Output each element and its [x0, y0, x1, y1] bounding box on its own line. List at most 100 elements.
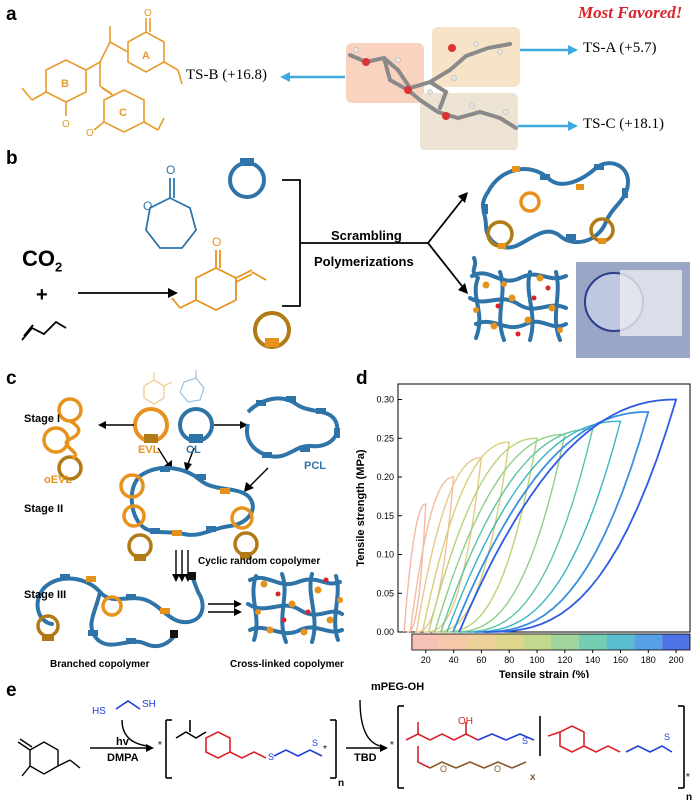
- evl-carbonyl-o: O: [212, 235, 221, 249]
- split-arrows: [427, 192, 468, 294]
- peg-o2: O: [494, 764, 501, 774]
- color-bar-segment: [495, 634, 524, 650]
- triad-structure: [21, 18, 183, 133]
- y-axis-ticks: 0.000.050.100.150.200.250.30: [376, 395, 402, 637]
- color-bar-segment: [578, 634, 607, 650]
- branched-copolymer-units: [42, 572, 196, 644]
- y-tick-label: 0.05: [376, 588, 394, 598]
- tbd-label: TBD: [354, 752, 377, 764]
- hydroxyl-label: OH: [458, 716, 473, 727]
- hysteresis-loops: [403, 398, 678, 633]
- cl-ring-o: O: [143, 199, 152, 213]
- color-bar-segment: [606, 634, 635, 650]
- hysteresis-loop-180: [452, 410, 650, 633]
- poly2-star-right: *: [686, 772, 690, 783]
- hysteresis-loop-100: [427, 437, 538, 633]
- oevl-label: oEVL: [44, 474, 73, 486]
- x-tick-label: 60: [476, 655, 486, 665]
- grafting-arrow: [346, 699, 388, 752]
- peg-x: x: [530, 772, 536, 783]
- ring-a-label: A: [142, 50, 150, 62]
- x-tick-label: 120: [557, 655, 572, 665]
- co2-label: CO2: [22, 246, 62, 274]
- ts-c-label: TS-C (+18.1): [583, 116, 664, 132]
- transparent-film: [620, 270, 682, 336]
- y-tick-label: 0.00: [376, 627, 394, 637]
- reaction-arrow: [78, 288, 178, 298]
- evl-faint-structure: [143, 372, 173, 405]
- y-tick-label: 0.30: [376, 395, 394, 405]
- crosslinked-copolymer-icon: [246, 572, 344, 644]
- ts-b-label: TS-B (+16.8): [186, 67, 267, 83]
- pcl-chain-icon: [245, 396, 340, 459]
- crosslinked-copolymer-label: Cross-linked copolymer: [230, 659, 344, 670]
- y-tick-label: 0.25: [376, 433, 394, 443]
- panel-c-figure: [35, 370, 344, 649]
- stage3-label: Stage III: [24, 589, 67, 601]
- stage1-arrows: [98, 421, 269, 492]
- oevl-icon: [42, 397, 83, 481]
- polymerizations-label: Polymerizations: [314, 254, 414, 269]
- evl-cyclic-icon: [253, 311, 291, 349]
- thiolene-arrow: [90, 719, 154, 752]
- cyclic-copolymer-icon: [480, 161, 631, 250]
- panel-b-figure: O O O: [21, 158, 631, 349]
- network-crosslinks: [255, 580, 343, 636]
- poly1-n: n: [338, 778, 344, 789]
- crosslink-nodes: [495, 285, 551, 337]
- panel-label-a: a: [6, 4, 17, 25]
- chart-frame: [397, 383, 691, 633]
- color-bar-segment: [662, 634, 690, 650]
- strain-color-bar: [411, 633, 691, 651]
- poly2-n: n: [686, 792, 692, 801]
- x-tick-label: 100: [530, 655, 545, 665]
- x-tick-label: 160: [613, 655, 628, 665]
- poly2-s2: S: [664, 732, 670, 742]
- mpeg-oh-label: mPEG-OH: [371, 681, 425, 693]
- y-tick-label: 0.10: [376, 550, 394, 560]
- x-tick-label: 200: [669, 655, 684, 665]
- dithiol-hs: HS: [92, 706, 106, 717]
- x-axis-label: Tensile strain (%): [499, 669, 590, 678]
- hysteresis-loop-160: [446, 420, 622, 633]
- dithiol-sh: SH: [142, 699, 156, 710]
- ts-c-highlight-box: [420, 93, 518, 150]
- evl-monomer-structure: [171, 250, 267, 312]
- cl-cyclic-icon: [228, 158, 266, 199]
- pcl-label: PCL: [304, 460, 326, 472]
- x-tick-label: 80: [504, 655, 514, 665]
- network-nodes: [275, 577, 329, 623]
- panel-label-c: c: [6, 368, 17, 389]
- plot-frame: [397, 383, 691, 633]
- ts-arrows: [280, 45, 578, 131]
- y-tick-label: 0.15: [376, 511, 394, 521]
- poly2-star-left: *: [390, 740, 394, 751]
- hysteresis-loop-20: [403, 503, 427, 633]
- hysteresis-loop-200: [458, 398, 678, 633]
- color-bar-frame: [411, 633, 691, 651]
- stage2-label: Stage II: [24, 503, 64, 515]
- color-bar-segment: [523, 634, 551, 650]
- panel-e-figure: HS SH * * S S n: [17, 699, 692, 801]
- panel-label-b: b: [6, 148, 18, 169]
- color-bar-segment: [634, 634, 663, 650]
- x-tick-label: 40: [449, 655, 459, 665]
- stage3-arrows: [208, 600, 242, 616]
- grafted-copolymer-structure: [397, 705, 685, 789]
- transition-state-model: [346, 27, 520, 150]
- poly2-s1: S: [522, 736, 528, 746]
- ring-a-o: O: [144, 8, 152, 19]
- cl-monomer-structure: [145, 178, 197, 249]
- ring-b-o: O: [62, 119, 70, 130]
- ring-c-label: C: [119, 107, 127, 119]
- branched-copolymer-label: Branched copolymer: [50, 659, 150, 670]
- co2-subscript: 2: [55, 259, 63, 275]
- evl-monomer-e: [17, 738, 81, 777]
- ring-c-o: O: [86, 128, 94, 139]
- ts-a-label: TS-A (+5.7): [583, 40, 657, 56]
- crosslink-points: [473, 274, 563, 333]
- y-axis-label: Tensile strength (MPa): [355, 449, 367, 566]
- polythioether-structure: [165, 719, 337, 779]
- panel-label-e: e: [6, 680, 17, 701]
